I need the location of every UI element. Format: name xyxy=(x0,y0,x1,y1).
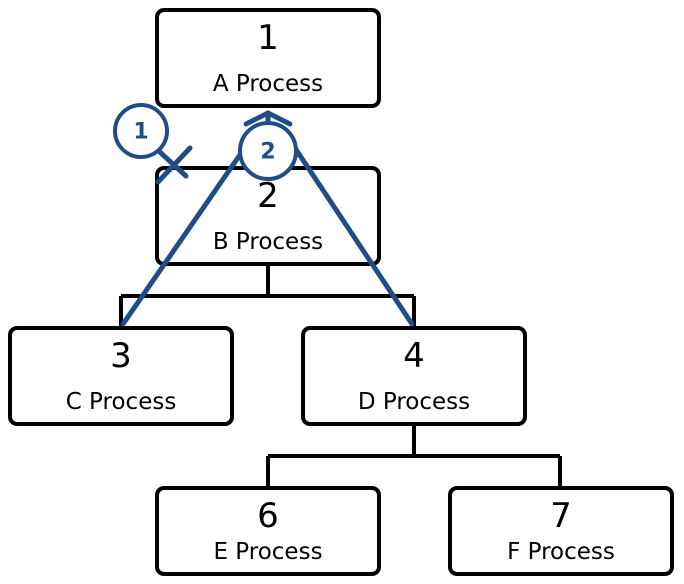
node-b-label: B Process xyxy=(212,229,324,255)
path2-badge-text: 2 xyxy=(260,140,275,165)
path2-line-from-d xyxy=(282,130,415,327)
path2-arrowhead-left xyxy=(243,110,271,127)
node-f-number: 7 xyxy=(550,496,572,536)
node-e-box: 6 E Process xyxy=(155,486,381,576)
path1-badge-text: 1 xyxy=(133,120,148,145)
path2-badge-circle xyxy=(238,121,298,181)
node-f-box: 7 F Process xyxy=(448,486,674,576)
node-c-label: C Process xyxy=(65,389,177,415)
path2-arrowhead-right xyxy=(265,110,293,127)
node-e-number: 6 xyxy=(257,496,279,536)
path1-badge-circle xyxy=(113,103,169,159)
node-d-box: 4 D Process xyxy=(301,326,527,426)
node-d-label: D Process xyxy=(357,389,471,415)
node-a-box: 1 A Process xyxy=(155,8,381,108)
node-a-number: 1 xyxy=(257,18,279,58)
node-c-number: 3 xyxy=(110,336,132,376)
path2-line-from-c xyxy=(120,130,258,327)
node-f-label: F Process xyxy=(507,539,615,565)
node-d-number: 4 xyxy=(403,336,425,376)
node-b-number: 2 xyxy=(257,176,279,216)
path1-cross-icon xyxy=(155,145,193,185)
node-e-label: E Process xyxy=(213,539,323,565)
node-a-label: A Process xyxy=(212,71,324,97)
node-c-box: 3 C Process xyxy=(8,326,234,426)
